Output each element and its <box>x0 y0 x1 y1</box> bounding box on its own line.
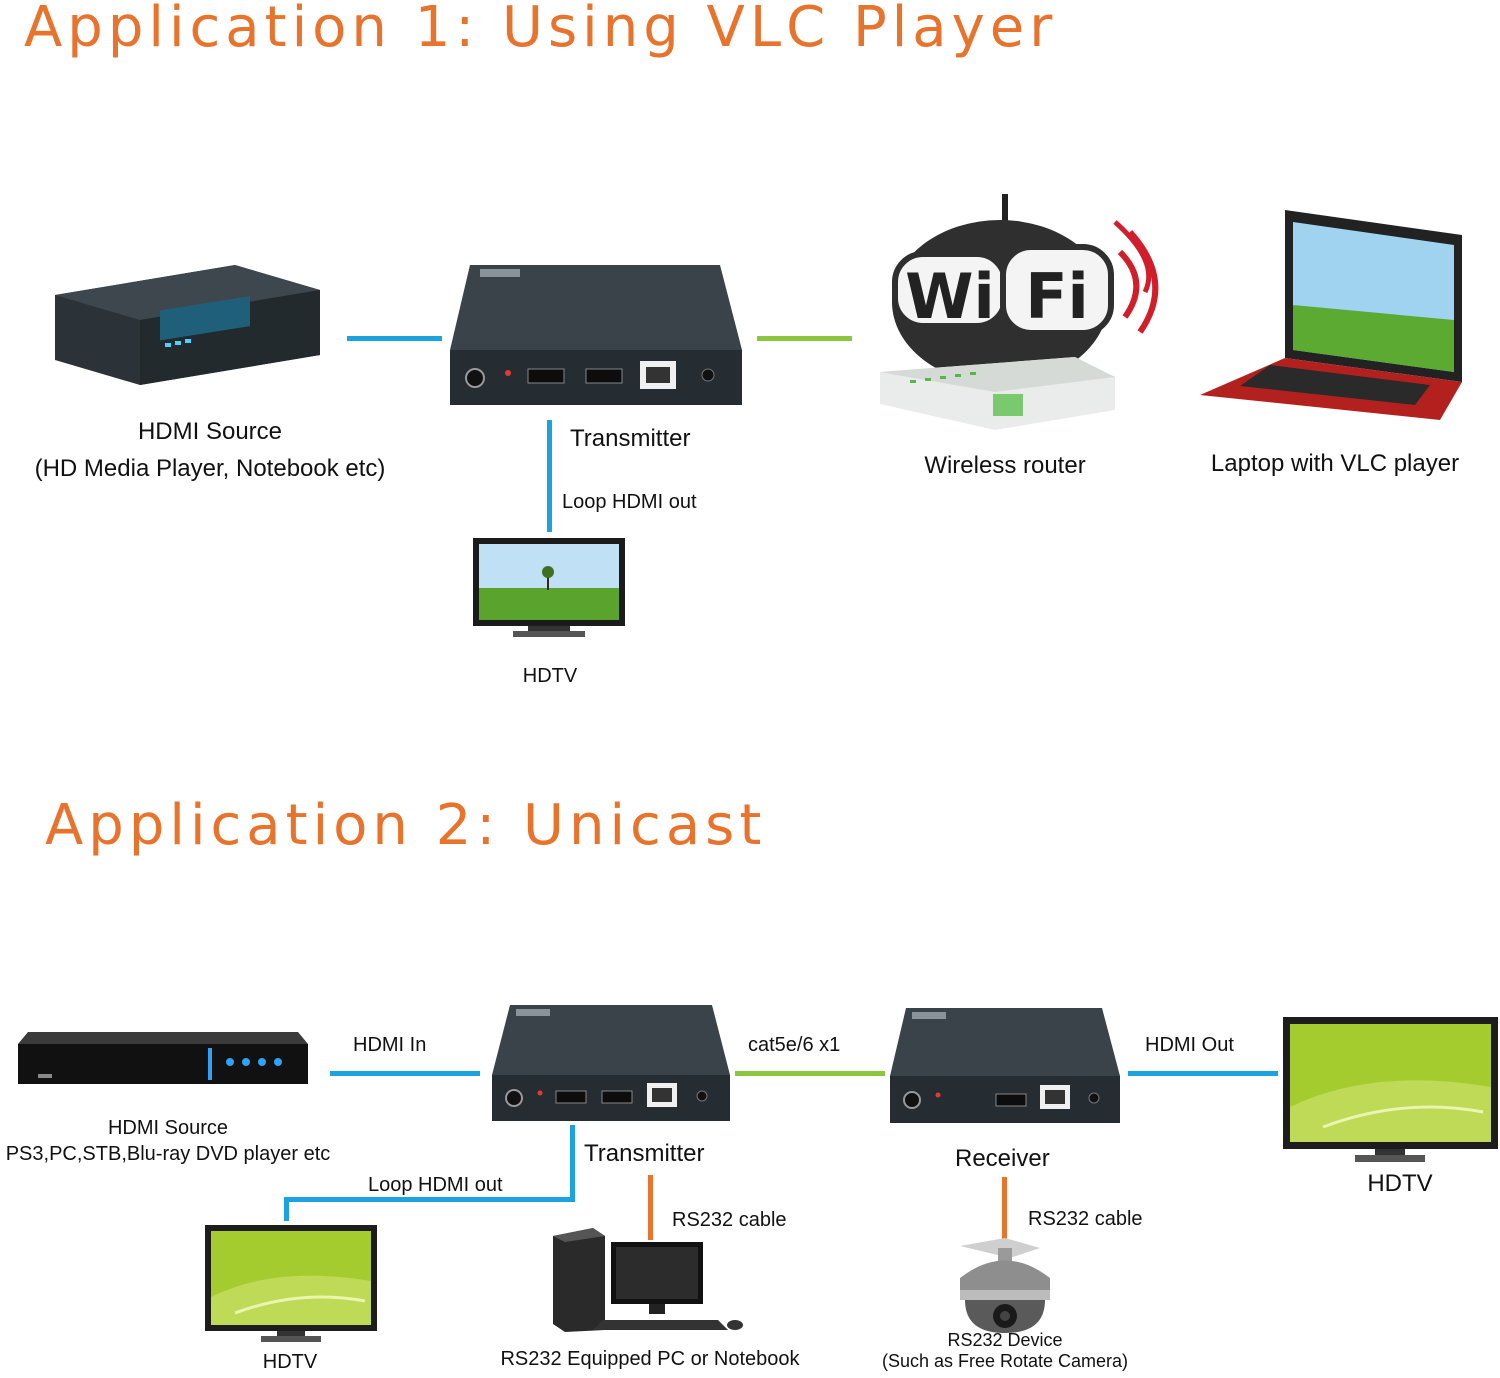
app2-rs232-device-title: RS232 Device <box>947 1330 1063 1350</box>
app2-loop-horizontal-link <box>284 1197 575 1202</box>
hdtv-icon <box>1283 1017 1498 1162</box>
receiver-device-icon <box>890 1008 1120 1123</box>
app2-hdmi-source-title: HDMI Source <box>107 1117 229 1139</box>
app2-title: Application 2: Unicast <box>45 793 767 858</box>
app2-rs232-pc-label: RS232 Equipped PC or Notebook <box>500 1348 800 1370</box>
app1-title: Application 1: Using VLC Player <box>24 0 1058 60</box>
app2-receiver-label: Receiver <box>955 1145 1050 1172</box>
app2-hdmi-out-link <box>1128 1071 1278 1076</box>
wifi-logo-text-wi: Wi <box>905 260 995 333</box>
hdtv-icon <box>205 1225 377 1342</box>
app2-loop-drop-link <box>284 1197 289 1221</box>
app2-rs232-rx-label: RS232 cable <box>1028 1208 1143 1230</box>
wifi-logo-text-fi: Fi <box>1025 260 1089 333</box>
app2-loop-vertical-link <box>570 1125 575 1200</box>
app1-loop-hdmi-link <box>547 420 552 532</box>
desktop-pc-icon <box>553 1228 743 1332</box>
app2-hdtv-right-label: HDTV <box>1367 1170 1433 1197</box>
app1-transmitter-label: Transmitter <box>570 425 691 452</box>
app2-hdmi-out-label: HDMI Out <box>1145 1034 1234 1056</box>
laptop-icon <box>1200 210 1462 420</box>
app1-wireless-router-label: Wireless router <box>924 452 1086 479</box>
app2-rs232-device-subtitle: (Such as Free Rotate Camera) <box>881 1350 1129 1371</box>
app2-transmitter-label: Transmitter <box>584 1140 705 1167</box>
app2-hdmi-source-label: HDMI Source PS3,PC,STB,Blu-ray DVD playe… <box>0 1116 336 1166</box>
ptz-camera-icon <box>960 1238 1050 1333</box>
app1-loop-hdmi-label: Loop HDMI out <box>562 491 697 513</box>
app1-laptop-label: Laptop with VLC player <box>1210 450 1460 477</box>
media-player-icon <box>55 265 320 385</box>
hdtv-icon <box>473 538 625 637</box>
bluray-player-icon <box>18 1032 308 1084</box>
app2-hdmi-in-link <box>330 1071 480 1076</box>
app2-hdmi-in-label: HDMI In <box>353 1034 427 1056</box>
app2-hdmi-source-subtitle: PS3,PC,STB,Blu-ray DVD player etc <box>5 1143 331 1165</box>
wifi-router-icon: Wi Fi <box>880 194 1159 430</box>
app2-rs232-tx-link <box>648 1175 653 1240</box>
app2-loop-hdmi-label: Loop HDMI out <box>368 1174 503 1196</box>
app1-hdmi-source-label: HDMI Source (HD Media Player, Notebook e… <box>20 418 400 484</box>
app2-cat5-label: cat5e/6 x1 <box>748 1034 841 1056</box>
app1-hdmi-source-subtitle: (HD Media Player, Notebook etc) <box>34 454 386 482</box>
app1-network-link <box>757 336 852 341</box>
transmitter-device-icon <box>450 265 742 405</box>
app1-hdmi-source-title: HDMI Source <box>137 418 283 445</box>
app2-cat5-link <box>735 1071 885 1076</box>
app2-rs232-rx-link <box>1002 1177 1007 1242</box>
app2-hdtv-left-label: HDTV <box>262 1351 318 1373</box>
app2-rs232-tx-label: RS232 cable <box>672 1209 787 1231</box>
transmitter-device-icon <box>492 1005 730 1121</box>
app1-hdmi-source-link <box>347 336 442 341</box>
app1-hdtv-label: HDTV <box>522 665 578 687</box>
app2-rs232-device-label: RS232 Device (Such as Free Rotate Camera… <box>860 1330 1150 1371</box>
